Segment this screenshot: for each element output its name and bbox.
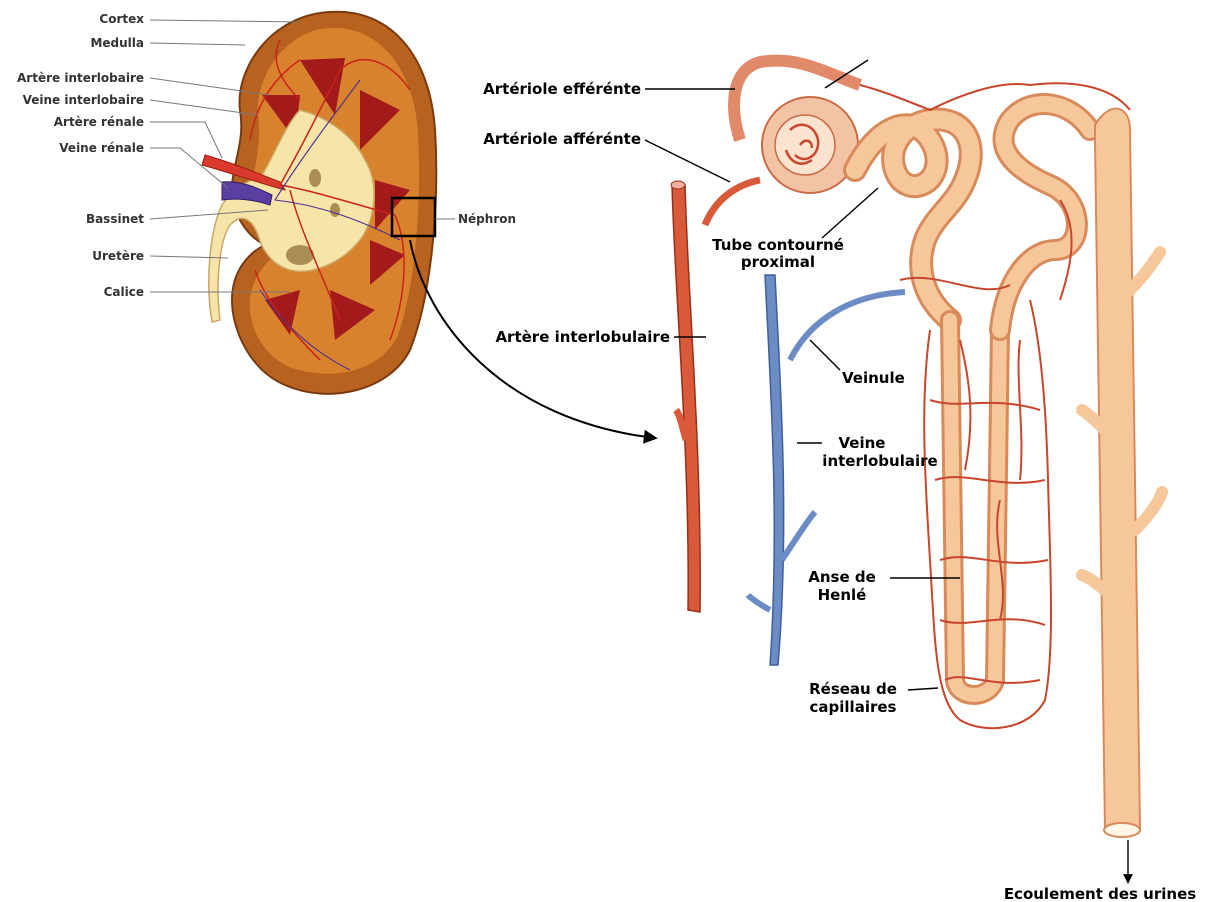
label-arteriole-efferente: Artériole efférénte [483, 80, 641, 98]
nephron-labels: Artériole efférénte Artériole afférénte … [483, 80, 1196, 902]
label-veine-renale: Veine rénale [59, 141, 144, 155]
afferent-arteriole [705, 180, 760, 225]
label-bassinet: Bassinet [86, 212, 144, 226]
label-veinule: Veinule [842, 369, 905, 387]
kidney-illustration [202, 12, 436, 394]
label-uretere: Uretère [92, 249, 144, 263]
label-veine-interlobulaire-2: interlobulaire [822, 452, 937, 470]
label-tube-contourne-1: Tube contourné [712, 236, 844, 254]
nephron-illustration [671, 61, 1162, 837]
collecting-duct [1095, 109, 1140, 830]
label-calice: Calice [104, 285, 144, 299]
label-veine-interlobaire: Veine interlobaire [23, 93, 144, 107]
venule [790, 292, 905, 360]
proximal-tubule [855, 119, 971, 320]
label-arteriole-afferente: Artériole afférénte [483, 130, 641, 148]
loop-of-henle [950, 320, 1000, 695]
label-artere-interlobaire: Artère interlobaire [17, 71, 144, 85]
artery-opening [671, 181, 685, 189]
distal-tubule [1000, 104, 1090, 330]
label-reseau-1: Réseau de [809, 680, 897, 698]
label-veine-interlobulaire-1: Veine [839, 434, 886, 452]
label-ecoulement: Ecoulement des urines [1004, 885, 1196, 902]
label-cortex: Cortex [99, 12, 144, 26]
label-medulla: Medulla [90, 36, 144, 50]
vein-lower-branch [748, 595, 770, 610]
interlobular-artery [672, 185, 700, 612]
label-tube-contourne-2: proximal [741, 253, 815, 271]
duct-opening [1104, 823, 1140, 837]
label-nephron: Néphron [458, 212, 516, 226]
label-artere-interlobulaire: Artère interlobulaire [495, 328, 670, 346]
label-artere-renale: Artère rénale [54, 115, 144, 129]
label-anse-henle-1: Anse de [808, 568, 876, 586]
label-reseau-2: capillaires [810, 698, 897, 716]
vein-side-branch [782, 512, 815, 560]
label-anse-henle-2: Henlé [818, 586, 867, 604]
glomerulus [762, 97, 858, 193]
